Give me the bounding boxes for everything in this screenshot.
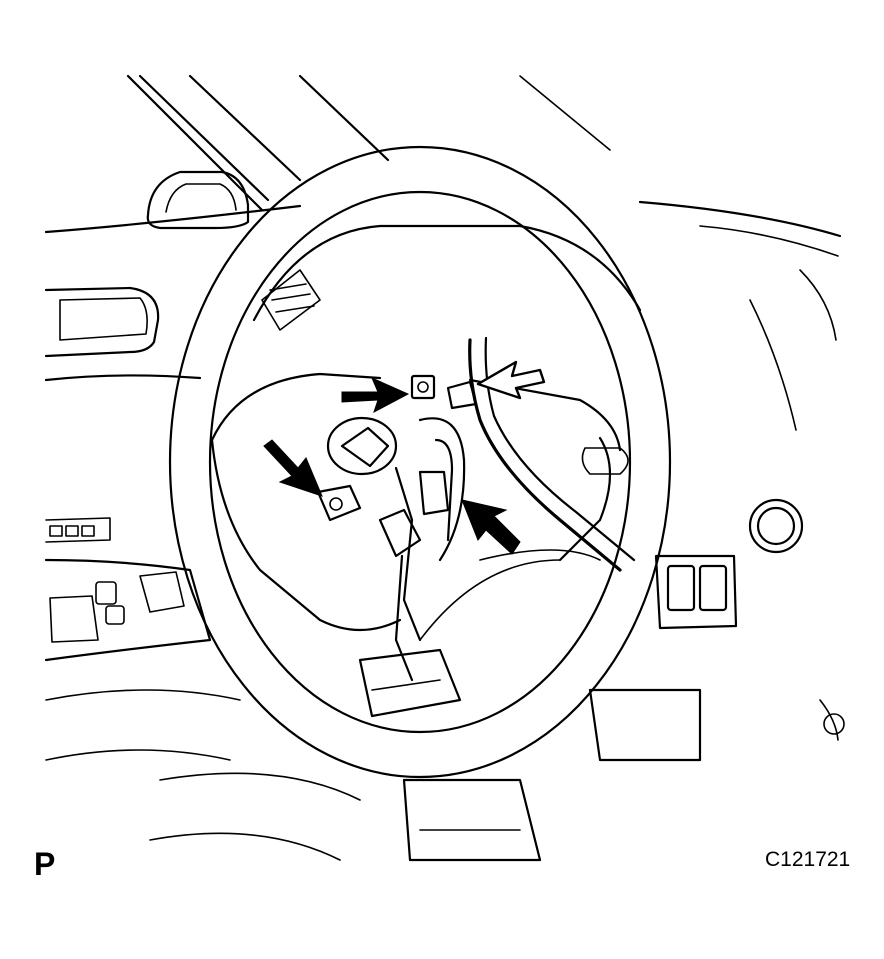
column-mechanism [316,374,478,682]
windshield-pillar [126,74,611,212]
cluster-hood [252,224,642,331]
dashboard-top [44,200,842,431]
arrow-upper-left-bolt [341,377,410,414]
callout-arrows [263,360,546,555]
left-air-vent [44,286,160,358]
view-code-label: P [34,846,56,882]
arrow-left-screw [263,439,323,497]
steering-wheel-rim [168,145,672,779]
right-switch-panel [654,498,845,741]
door-switch-panel [44,374,241,761]
figure-code-label: C121721 [765,848,851,871]
mirror [146,170,250,230]
arrow-lower-right-screw [461,499,521,555]
steering-hub [210,372,629,641]
wire-harness [468,336,636,572]
arrow-upper-right-connector [476,360,546,400]
column-shroud [149,648,702,862]
